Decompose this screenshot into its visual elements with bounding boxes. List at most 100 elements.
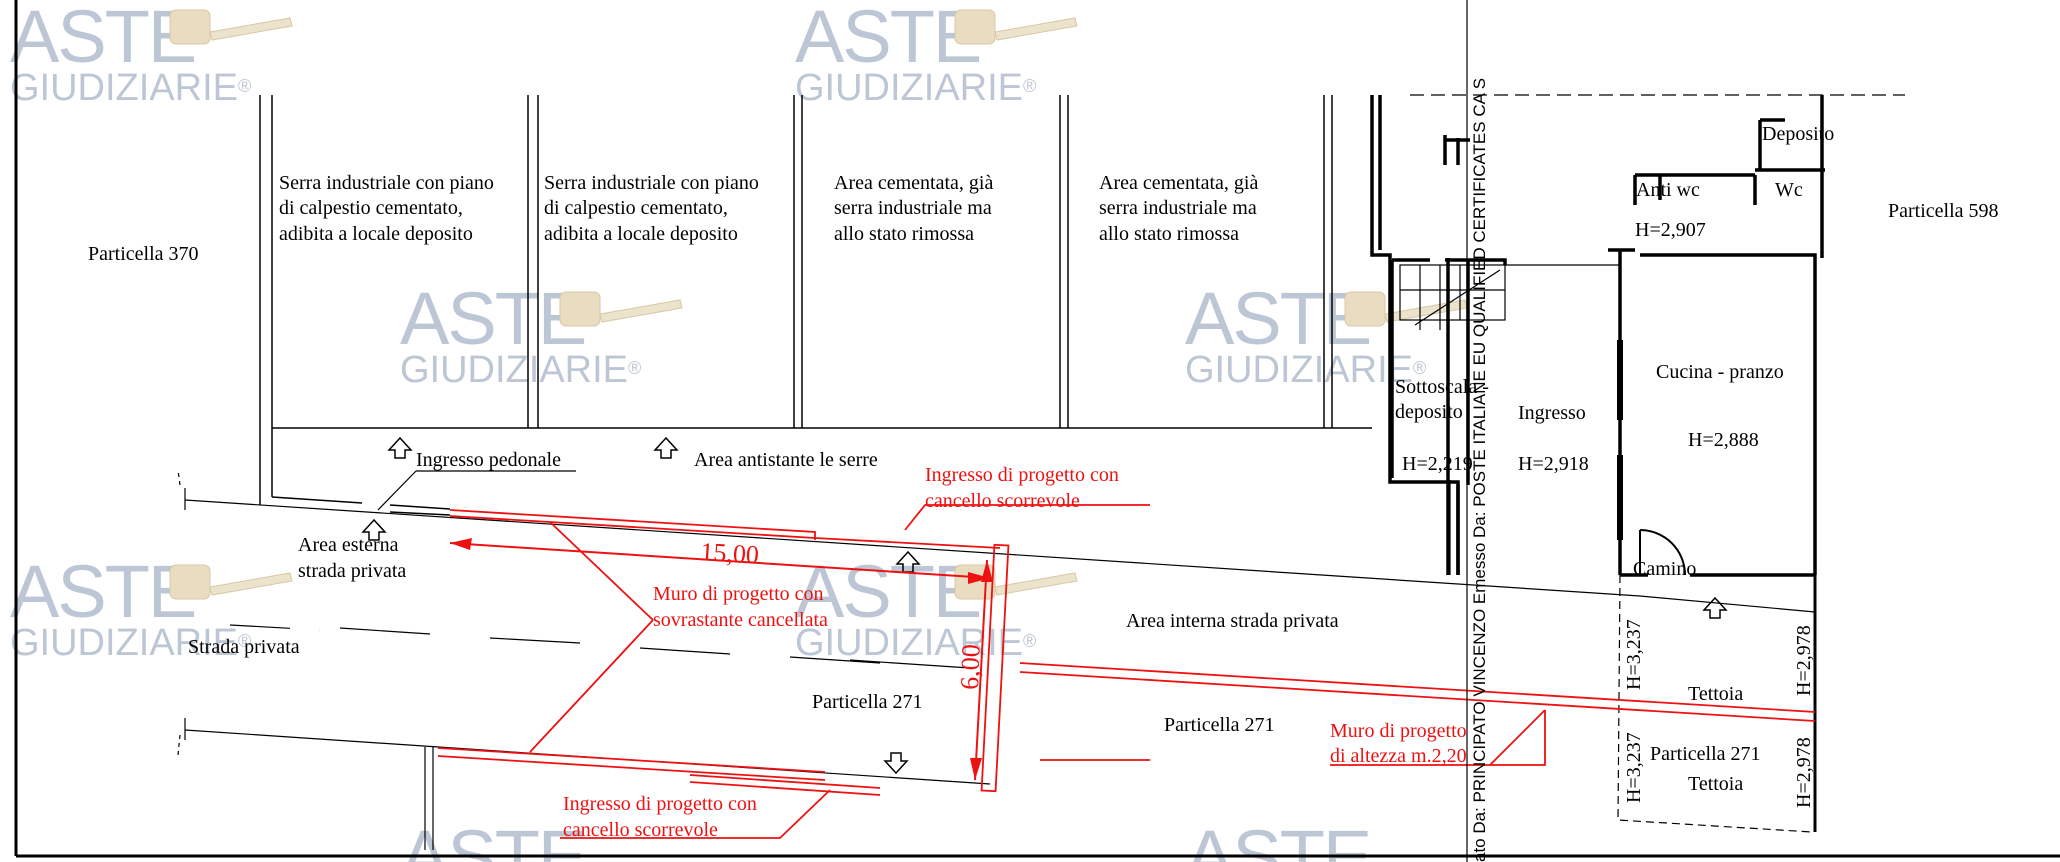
label-h-3237-b: H=3,237 xyxy=(1623,732,1645,803)
svg-text:GIUDIZIARIE: GIUDIZIARIE xyxy=(10,67,238,109)
svg-text:GIUDIZIARIE: GIUDIZIARIE xyxy=(1185,349,1413,391)
label-area-cementata-1-line-2: serra industriale ma xyxy=(834,197,992,219)
label-h-2907: H=2,907 xyxy=(1635,219,1706,241)
label-anti-wc: Anti wc xyxy=(1636,179,1700,201)
label-serra-2-line-2: di calpestio cementato, xyxy=(544,197,728,219)
label-particella-598: Particella 598 xyxy=(1888,200,1999,222)
label-ingresso: Ingresso xyxy=(1518,402,1586,424)
watermark: ASTE xyxy=(1185,815,1372,862)
label-area-cementata-1-line-1: Area cementata, già xyxy=(834,172,993,194)
house-walls xyxy=(1370,95,1825,577)
svg-text:ASTE: ASTE xyxy=(795,0,980,78)
label-serra-2-line-3: adibita a locale deposito xyxy=(544,223,738,245)
label-ingresso-progetto-bottom-line-1: Ingresso di progetto con xyxy=(563,793,757,815)
svg-text:ASTE: ASTE xyxy=(400,277,585,360)
greenhouse-walls xyxy=(259,95,1372,516)
label-serra-1-line-1: Serra industriale con piano xyxy=(279,172,494,194)
watermark: ASTE GIUDIZIARIE ® xyxy=(795,0,1078,109)
label-muro-altezza-line-2: di altezza m.2,20 xyxy=(1330,745,1467,767)
dimension-6: 6,00 xyxy=(955,559,993,781)
label-ingresso-progetto-top-line-1: Ingresso di progetto con xyxy=(925,464,1119,486)
svg-text:6,00: 6,00 xyxy=(955,644,986,690)
label-tettoia-1: Tettoia xyxy=(1688,683,1743,705)
label-area-esterna-line-1: Area esterna xyxy=(298,534,399,556)
label-h-3237-a: H=3,237 xyxy=(1623,619,1645,690)
entrance-arrow xyxy=(1702,596,1728,619)
dimension-15: 15,00 xyxy=(449,537,991,584)
watermark: ASTE GIUDIZIARIE ® xyxy=(10,550,293,664)
project-labels: Ingresso di progetto con cancello scorre… xyxy=(563,464,1467,841)
label-sottoscala-line-2: deposito xyxy=(1395,401,1463,423)
label-area-esterna-line-2: strada privata xyxy=(298,560,406,582)
gavel-icon xyxy=(169,9,293,45)
svg-text:®: ® xyxy=(1023,76,1036,96)
watermark: ASTE xyxy=(400,815,587,862)
digital-signature-stamp: ato Da: PRINCIPATO VINCENZO Emesso Da: P… xyxy=(1470,78,1489,862)
svg-text:®: ® xyxy=(1023,631,1036,651)
project-walls xyxy=(437,509,1816,796)
label-camino: Camino xyxy=(1633,558,1696,580)
svg-text:ASTE: ASTE xyxy=(795,550,980,633)
watermark: ASTE GIUDIZIARIE ® xyxy=(795,550,1078,664)
svg-text:ASTE: ASTE xyxy=(10,0,195,78)
label-tettoia-2: Tettoia xyxy=(1688,773,1743,795)
svg-text:ASTE: ASTE xyxy=(400,815,585,862)
svg-text:15,00: 15,00 xyxy=(700,537,760,570)
label-deposito: Deposito xyxy=(1762,123,1834,145)
label-area-cementata-2-line-1: Area cementata, già xyxy=(1099,172,1258,194)
label-particella-271-c: Particella 271 xyxy=(1650,743,1761,765)
entrance-arrow xyxy=(653,436,679,459)
label-serra-1-line-3: adibita a locale deposito xyxy=(279,223,473,245)
label-particella-370: Particella 370 xyxy=(88,243,199,265)
label-area-cementata-2-line-3: allo stato rimossa xyxy=(1099,223,1239,245)
label-particella-271-a: Particella 271 xyxy=(812,691,923,713)
label-h-2918: H=2,918 xyxy=(1518,453,1589,475)
label-ingresso-pedonale: Ingresso pedonale xyxy=(416,449,561,471)
label-muro-cancellata-line-2: sovrastante cancellata xyxy=(653,609,828,631)
label-ingresso-progetto-top-line-2: cancello scorrevole xyxy=(925,490,1080,512)
svg-text:ASTE: ASTE xyxy=(1185,815,1370,862)
label-ingresso-progetto-bottom-line-2: cancello scorrevole xyxy=(563,819,718,841)
svg-text:®: ® xyxy=(628,358,641,378)
watermark-group: ASTE GIUDIZIARIE ® ASTE GIUDIZIARIE ® AS… xyxy=(10,0,1468,862)
entrance-arrow xyxy=(883,752,909,775)
watermark: ASTE GIUDIZIARIE ® xyxy=(400,277,683,391)
svg-text:GIUDIZIARIE: GIUDIZIARIE xyxy=(10,622,238,664)
svg-text:®: ® xyxy=(1413,358,1426,378)
label-serra-1-line-2: di calpestio cementato, xyxy=(279,197,463,219)
label-h-2219: H=2,219 xyxy=(1402,453,1473,475)
house-interior xyxy=(1399,264,1686,576)
label-h-2978-b: H=2,978 xyxy=(1793,737,1815,808)
svg-text:ASTE: ASTE xyxy=(1185,277,1370,360)
labels: Particella 370 Particella 598 Serra indu… xyxy=(88,123,1999,808)
label-wc: Wc xyxy=(1775,179,1803,201)
leader-lines xyxy=(529,504,1546,839)
svg-text:GIUDIZIARIE: GIUDIZIARIE xyxy=(400,349,628,391)
label-cucina-pranzo: Cucina - pranzo xyxy=(1656,361,1784,383)
label-particella-271-b: Particella 271 xyxy=(1164,714,1275,736)
label-h-2888: H=2,888 xyxy=(1688,429,1759,451)
svg-text:GIUDIZIARIE: GIUDIZIARIE xyxy=(795,622,1023,664)
svg-text:GIUDIZIARIE: GIUDIZIARIE xyxy=(795,67,1023,109)
label-strada-privata: Strada privata xyxy=(188,636,300,658)
label-area-cementata-1-line-3: allo stato rimossa xyxy=(834,223,974,245)
label-area-antistante: Area antistante le serre xyxy=(694,449,878,471)
porch-outline xyxy=(1617,574,1817,833)
label-sottoscala-line-1: Sottoscala - xyxy=(1395,376,1489,398)
gavel-icon xyxy=(559,291,683,327)
label-area-interna: Area interna strada privata xyxy=(1126,610,1339,632)
private-road xyxy=(177,469,1641,850)
label-serra-2-line-1: Serra industriale con piano xyxy=(544,172,759,194)
label-muro-cancellata-line-1: Muro di progetto con xyxy=(653,583,824,605)
entrance-arrow xyxy=(387,436,413,459)
label-muro-altezza-line-1: Muro di progetto xyxy=(1330,720,1467,742)
entrance-arrow xyxy=(361,518,387,541)
label-area-cementata-2-line-2: serra industriale ma xyxy=(1099,197,1257,219)
svg-text:ASTE: ASTE xyxy=(10,550,195,633)
gavel-icon xyxy=(954,9,1078,45)
svg-text:®: ® xyxy=(238,631,251,651)
label-h-2978-a: H=2,978 xyxy=(1793,625,1815,696)
watermark: ASTE GIUDIZIARIE ® xyxy=(10,0,293,109)
svg-text:®: ® xyxy=(238,76,251,96)
